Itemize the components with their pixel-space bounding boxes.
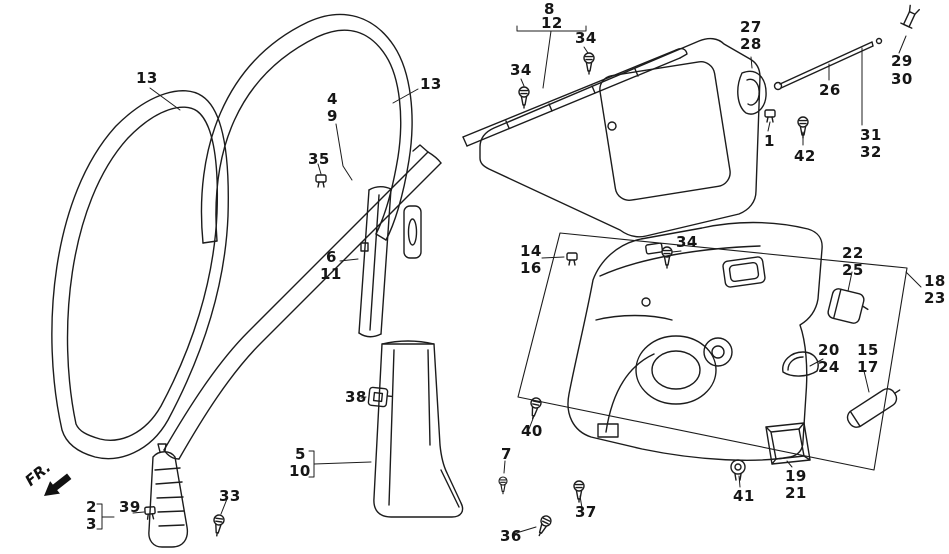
part-label-9: 9: [327, 107, 338, 125]
door-seal-right-drawing: [200, 13, 413, 244]
part-label-2: 2: [86, 498, 97, 516]
part-label-10: 10: [289, 462, 311, 480]
part-label-35: 35: [308, 150, 330, 168]
lid-drawing: [827, 288, 869, 324]
part-label-15: 15: [857, 341, 879, 359]
group-box: [517, 232, 908, 471]
fr-arrow-icon: [44, 473, 72, 496]
cap-drawing: [782, 351, 819, 377]
part-label-20: 20: [818, 341, 840, 359]
rod-drawing: [773, 37, 883, 91]
cover-drawing: [846, 388, 901, 428]
part-label-32: 32: [860, 143, 882, 161]
part-label-38: 38: [345, 388, 367, 406]
part-label-30: 30: [891, 70, 913, 88]
part-label-41: 41: [733, 487, 755, 505]
part-label-7: 7: [501, 445, 512, 463]
part-label-11: 11: [320, 265, 342, 283]
part-label-8: 8: [544, 0, 555, 18]
part-label-40: 40: [521, 422, 543, 440]
part-label-33: 33: [219, 487, 241, 505]
corner-garnish-drawing: [737, 70, 767, 115]
part-label-16: 16: [520, 259, 542, 277]
part-label-18: 18: [924, 272, 946, 290]
part-label-5: 5: [295, 445, 306, 463]
part-label-3: 3: [86, 515, 97, 533]
part-label-13: 13: [420, 75, 442, 93]
part-label-36: 36: [500, 527, 522, 545]
grommet-icon: [730, 459, 746, 481]
part-label-21: 21: [785, 484, 807, 502]
clip-icon: [900, 4, 920, 29]
part-label-23: 23: [924, 289, 946, 307]
front-pillar-lower-garnish-drawing: [148, 443, 189, 548]
part-label-39: 39: [119, 498, 141, 516]
part-label-26: 26: [819, 81, 841, 99]
part-label-37: 37: [575, 503, 597, 521]
part-label-6: 6: [326, 248, 337, 266]
part-label-42: 42: [794, 147, 816, 165]
part-label-12: 12: [541, 14, 563, 32]
part-label-28: 28: [740, 35, 762, 53]
part-label-4: 4: [327, 90, 338, 108]
leader-lines: [96, 25, 922, 535]
part-label-34: 34: [510, 61, 532, 79]
part-label-34: 34: [676, 233, 698, 251]
roof-side-garnish-drawing: [462, 47, 688, 147]
part-label-14: 14: [520, 242, 542, 260]
part-label-17: 17: [857, 358, 879, 376]
pocket-drawing: [765, 422, 811, 465]
part-label-31: 31: [860, 126, 882, 144]
quarter-pillar-garnish-drawing: [479, 37, 761, 238]
quarter-panel-lining-drawing: [567, 221, 823, 461]
door-seal-left-drawing: [51, 90, 229, 460]
part-label-29: 29: [891, 52, 913, 70]
part-label-1: 1: [764, 132, 775, 150]
bracket-icon: [367, 386, 393, 408]
part-label-27: 27: [740, 18, 762, 36]
center-pillar-lower-garnish-drawing: [373, 340, 464, 518]
center-pillar-upper-garnish-drawing: [358, 186, 422, 338]
part-label-13: 13: [136, 69, 158, 87]
part-label-24: 24: [818, 358, 840, 376]
part-label-25: 25: [842, 261, 864, 279]
front-pillar-garnish-drawing: [163, 144, 442, 460]
part-label-22: 22: [842, 244, 864, 262]
part-label-34: 34: [575, 29, 597, 47]
part-label-19: 19: [785, 467, 807, 485]
